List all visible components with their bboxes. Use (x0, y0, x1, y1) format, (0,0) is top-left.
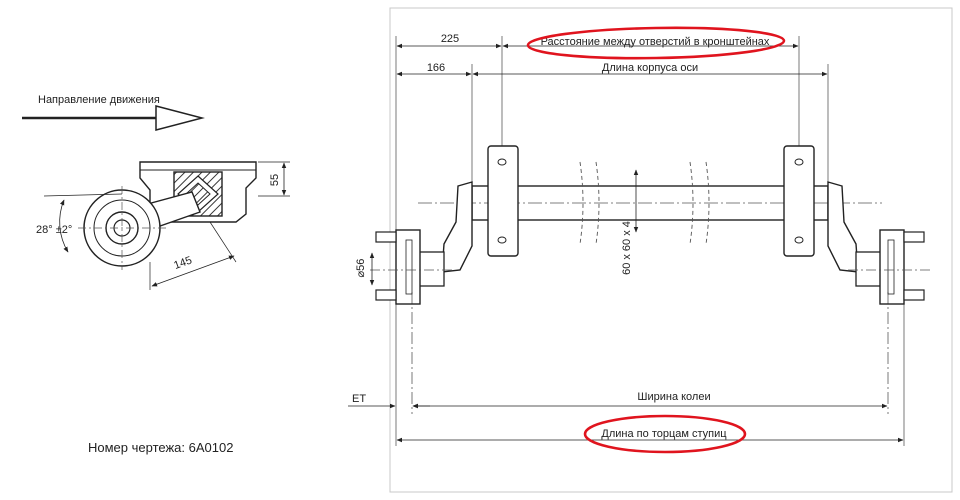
arm-dim-line (151, 255, 235, 287)
hub-left-flange-rib (405, 239, 413, 295)
hub-right-flange (879, 229, 905, 305)
bracket-right-hole-bottom (794, 236, 804, 244)
hub-right-body (855, 251, 883, 287)
side-view: Направление движения 28° ±2° 55 (22, 94, 290, 290)
arm-ext-b (209, 221, 237, 263)
highlight-hub-face-length (583, 414, 747, 454)
label-bracket-hole-distance: Расстояние между отверстий в кронштейнах (541, 36, 770, 48)
angle-dimension: 28° ±2° (36, 224, 72, 236)
highlight-bracket-hole-distance (526, 26, 786, 60)
bracket-left-hole-bottom (497, 236, 507, 244)
diameter-dimension: ⌀56 (355, 259, 367, 278)
direction-label: Направление движения (38, 94, 160, 106)
et-dimension: ET (352, 393, 366, 405)
bracket-left (487, 145, 519, 257)
label-track-width: Ширина колеи (637, 391, 710, 403)
label-axle-body-length: Длина корпуса оси (602, 62, 698, 74)
hub-right-stud-top (903, 231, 925, 243)
swing-arm-left (441, 181, 473, 273)
hub-right-flange-rib (887, 239, 895, 295)
swing-arm-right (827, 181, 859, 273)
axle-break-right (689, 161, 710, 245)
profile-dimension: 60 x 60 x 4 (621, 221, 633, 275)
hub-left-flange (395, 229, 421, 305)
front-view: 225 Расстояние между отверстий в кронште… (348, 26, 930, 454)
height-dimension: 55 (269, 174, 281, 186)
axle-break-left (579, 161, 600, 245)
bracket-right (783, 145, 815, 257)
hub-right-stud-bottom (903, 289, 925, 301)
dim-225: 225 (441, 33, 459, 45)
bracket-left-hole-top (497, 158, 507, 166)
arm-dimension: 145 (172, 254, 193, 272)
angle-arc (59, 199, 69, 253)
hub-left-body (417, 251, 445, 287)
label-hub-face-length: Длина по торцам ступиц (601, 428, 727, 440)
hub-left-stud-bottom (375, 289, 397, 301)
bracket-right-hole-top (794, 158, 804, 166)
dim-166: 166 (427, 62, 445, 74)
hub-left-stud-top (375, 231, 397, 243)
drawing-frame (389, 7, 953, 493)
angle-ref-line (43, 193, 123, 197)
drawing-number: Номер чертежа: 6А0102 (88, 440, 233, 455)
direction-arrow-head (155, 105, 205, 131)
